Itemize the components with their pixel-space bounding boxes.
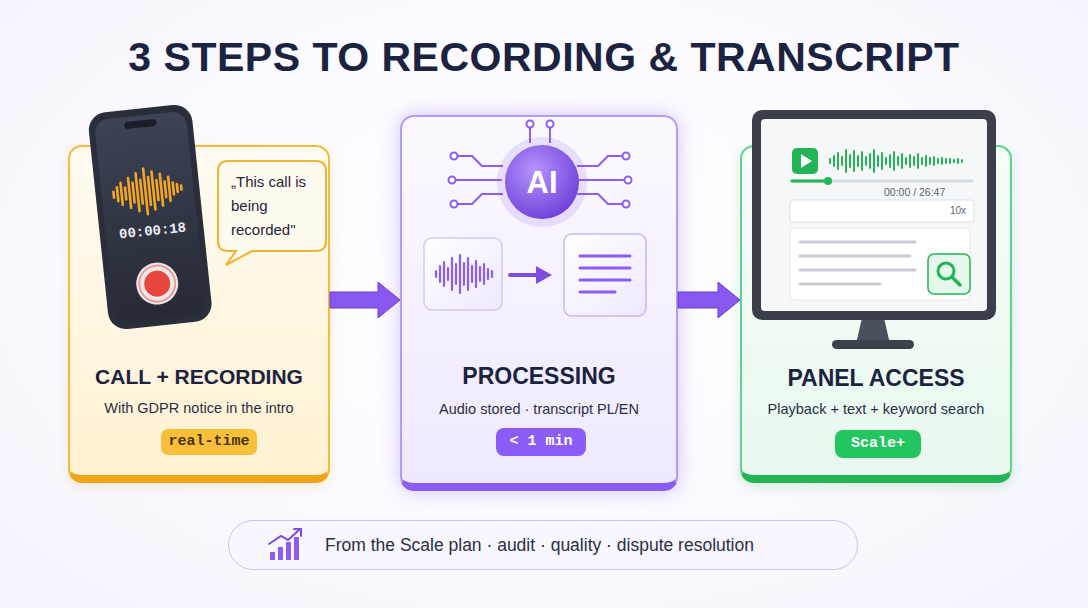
monitor-illustration (790, 200, 974, 222)
growth-chart-icon (294, 529, 301, 536)
badge-text: real-time (161, 433, 257, 451)
circuit-lines (456, 179, 502, 181)
audio-card (424, 238, 502, 310)
growth-chart-icon (269, 529, 301, 560)
transcript-card (564, 234, 646, 316)
badge-text: < 1 min (496, 433, 586, 451)
diagram-title: 3 STEPS TO RECORDING & TRANSCRIPT (0, 34, 1088, 81)
badge-text: Scale+ (835, 435, 921, 453)
circuit-lines (529, 128, 531, 143)
monitor-illustration (830, 150, 962, 172)
footer-text: From the Scale plan · audit · quality · … (325, 535, 845, 556)
process-arrow (536, 266, 552, 284)
monitor-illustration (790, 228, 970, 300)
bubble-outline (218, 161, 326, 265)
circuit-lines (578, 179, 624, 181)
phone-illustration (143, 269, 172, 298)
ai-circle-fill (505, 145, 579, 219)
circuit-lines (623, 153, 630, 160)
audio-card (436, 255, 492, 293)
circuit-lines (547, 121, 554, 128)
monitor-illustration (824, 177, 832, 185)
monitor-illustration (792, 148, 818, 174)
monitor-illustration (792, 180, 828, 183)
phone-illustration (137, 264, 177, 304)
circuit-lines (625, 177, 632, 184)
ai-text: AI (504, 164, 580, 201)
ai-circle: AI (504, 144, 580, 220)
step-heading: CALL + RECORDING (70, 364, 328, 389)
step-description: Audio stored · transcript PL/EN (406, 401, 672, 418)
phone-illustration (87, 103, 213, 331)
circuit-lines (623, 201, 630, 208)
monitor-illustration (856, 318, 890, 344)
step-description: Playback + text + keyword search (746, 401, 1006, 418)
plan-badge: Scale+ (835, 430, 921, 458)
circuit-lines (451, 201, 458, 208)
transcript-card (564, 234, 646, 316)
monitor-illustration (832, 340, 914, 349)
phone-illustration (94, 111, 207, 323)
circuit-lines (577, 194, 622, 204)
step-panel: „This call is being recorded" real-time CA… (68, 145, 330, 483)
monitor-illustration (928, 254, 970, 294)
growth-chart-icon (286, 542, 291, 560)
monitor-illustration (792, 180, 972, 183)
monitor-illustration (752, 110, 996, 349)
growth-chart-icon (294, 537, 299, 560)
circuit-lines (458, 194, 503, 204)
monitor-illustration (752, 110, 996, 320)
monitor-illustration (938, 263, 954, 279)
circuit-lines (458, 156, 503, 166)
audio-card (424, 238, 502, 310)
step-heading: PANEL ACCESS (742, 365, 1010, 393)
transcript-card (580, 256, 630, 292)
timing-badge: real-time (161, 429, 257, 455)
phone-illustration (111, 165, 183, 218)
circuit-lines (527, 121, 534, 128)
circuit-lines (449, 121, 632, 208)
footer-note: From the Scale plan · audit · quality · … (228, 520, 858, 570)
flow-arrow (678, 282, 740, 318)
step-description: With GDPR notice in the intro (74, 400, 324, 417)
circuit-lines (549, 128, 551, 143)
phone-illustration (124, 119, 157, 129)
phone-illustration (134, 261, 180, 307)
monitor-illustration (761, 119, 987, 311)
ai-glow (497, 137, 587, 227)
step-heading: PROCESSING (402, 363, 676, 391)
phone-illustration (87, 103, 213, 331)
circuit-lines (449, 177, 456, 184)
process-arrow (510, 273, 540, 277)
monitor-illustration (800, 242, 915, 284)
circuit-lines (451, 153, 458, 160)
flow-arrow (330, 282, 400, 318)
growth-chart-icon (269, 530, 299, 544)
speech-bubble: „This call is being recorded" (218, 161, 326, 263)
bubble-text: „This call is being recorded" (231, 170, 317, 242)
monitor-illustration (801, 154, 812, 168)
growth-chart-icon (270, 552, 275, 560)
growth-chart-icon (278, 547, 283, 560)
step-panel: AI < 1 min PROCESSING Audio stored · transc… (400, 115, 678, 491)
step-panel: Scale+ PANEL ACCESS Playback + text + keyw… (740, 145, 1012, 483)
monitor-illustration (952, 277, 960, 285)
process-arrow (510, 266, 552, 284)
circuit-lines (577, 156, 622, 166)
timing-badge: < 1 min (496, 428, 586, 456)
